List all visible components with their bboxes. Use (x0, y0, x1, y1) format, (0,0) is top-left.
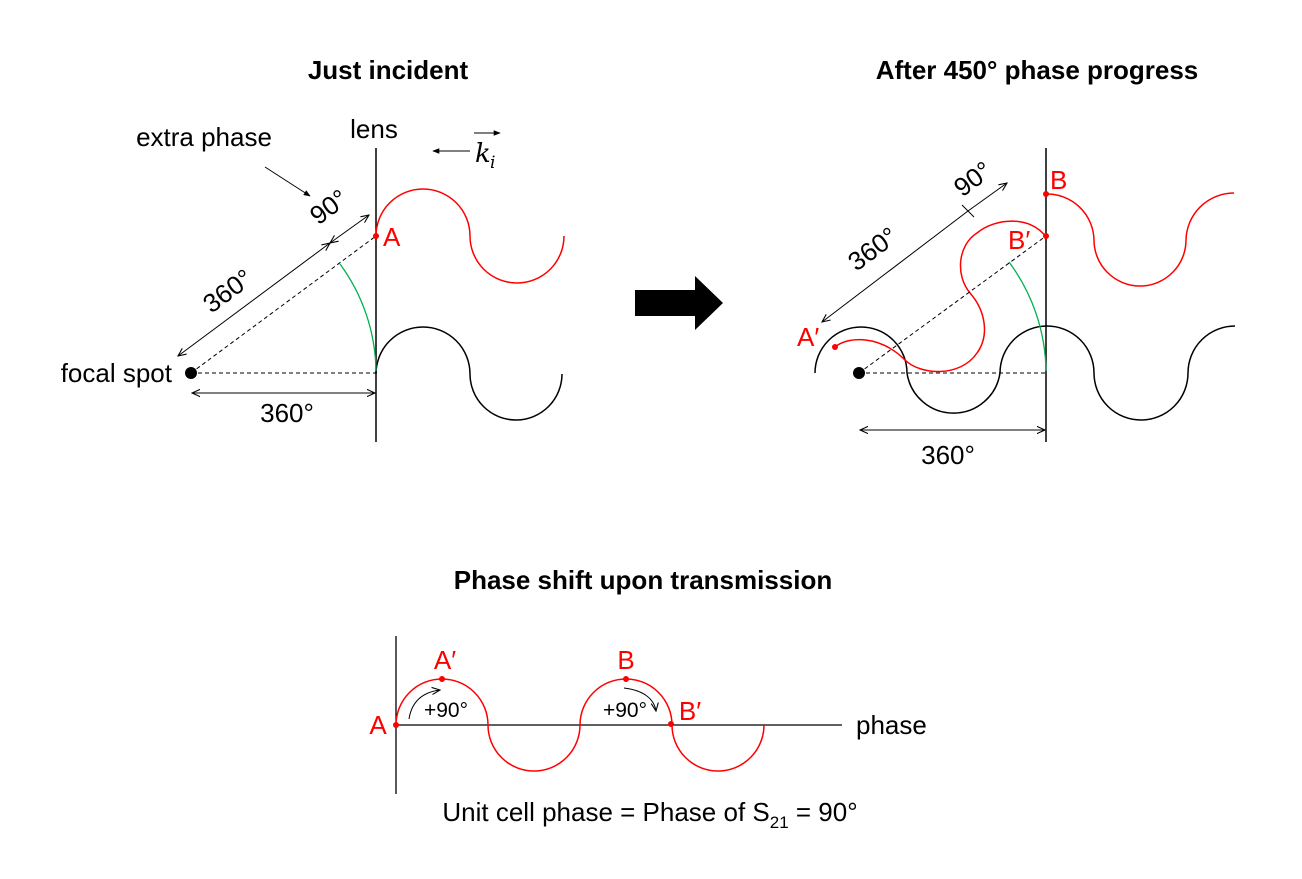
point-a-prime-dot (832, 344, 838, 350)
extra-phase-label: extra phase (136, 122, 272, 152)
horiz-360-label: 360° (260, 398, 314, 428)
shift-arrow-2 (623, 687, 656, 711)
dim-arrow-90-diag-right (967, 183, 1007, 212)
svg-text:k: k (475, 139, 491, 169)
dim-tick (961, 204, 975, 218)
lens-label: lens (350, 114, 398, 144)
diag-90-label: 90° (304, 183, 353, 231)
incident-wave-black (375, 326, 563, 421)
panel-phase-shift: Phase shift upon transmission A A′ B B′ … (369, 565, 927, 832)
horiz-360-label-right: 360° (921, 440, 975, 470)
phase-wave-red (395, 678, 765, 772)
shift-label-2: +90° (603, 699, 647, 722)
caption: Unit cell phase = Phase of S21 = 90° (442, 797, 857, 832)
point-b-label: B (1050, 165, 1067, 195)
point-b-dot (1043, 191, 1049, 197)
extra-phase-pointer-arrow (264, 166, 311, 197)
point-b-prime-label: B′ (1008, 225, 1030, 255)
point-a-prime-dot-bottom (439, 676, 445, 682)
point-a-prime-label-bottom: A′ (434, 645, 456, 675)
panel-just-incident: Just incident lens extra phase k i focal… (61, 55, 565, 442)
shift-arrow-1 (408, 690, 440, 720)
point-b-prime-label-bottom: B′ (679, 696, 701, 726)
dim-arrow-360-diag-right (822, 210, 969, 322)
equal-path-arc (339, 263, 377, 372)
focal-spot-label: focal spot (61, 358, 173, 388)
point-a-label: A (383, 222, 401, 252)
focal-spot-dot (185, 367, 197, 379)
shift-label-1: +90° (424, 699, 468, 722)
dim-arrow-90-diag (330, 215, 369, 243)
transmitted-wave-red-right (1045, 192, 1235, 287)
point-b-dot-bottom (623, 676, 629, 682)
dim-arrow-360-diag (178, 243, 330, 356)
title-phase-shift: Phase shift upon transmission (454, 565, 833, 595)
title-just-incident: Just incident (308, 55, 469, 85)
diag-360-label-right: 360° (842, 221, 903, 277)
svg-text:i: i (490, 153, 495, 173)
transition-arrow-icon (635, 276, 723, 330)
phase-axis-label: phase (856, 710, 927, 740)
point-a-prime-label: A′ (797, 322, 819, 352)
oblique-dashed-line-right (858, 235, 1047, 374)
point-a-label-bottom: A (369, 710, 387, 740)
point-a-dot-bottom (393, 722, 399, 728)
diag-360-label: 360° (197, 263, 258, 319)
point-b-prime-dot-bottom (668, 721, 674, 727)
transmitted-wave-red (375, 188, 565, 284)
title-after-450: After 450° phase progress (876, 55, 1199, 85)
point-b-prime-dot (1043, 233, 1049, 239)
point-b-label-bottom: B (617, 645, 634, 675)
incident-wave-black-right (814, 325, 1236, 421)
panel-after-450: After 450° phase progress A′ B B′ 360° 9… (797, 55, 1236, 470)
focal-spot-dot-right (853, 367, 865, 379)
oblique-wave-red (834, 220, 1047, 373)
equal-path-arc-right (1008, 261, 1047, 372)
point-a-dot (373, 233, 379, 239)
wave-vector-label: k i (474, 130, 501, 173)
